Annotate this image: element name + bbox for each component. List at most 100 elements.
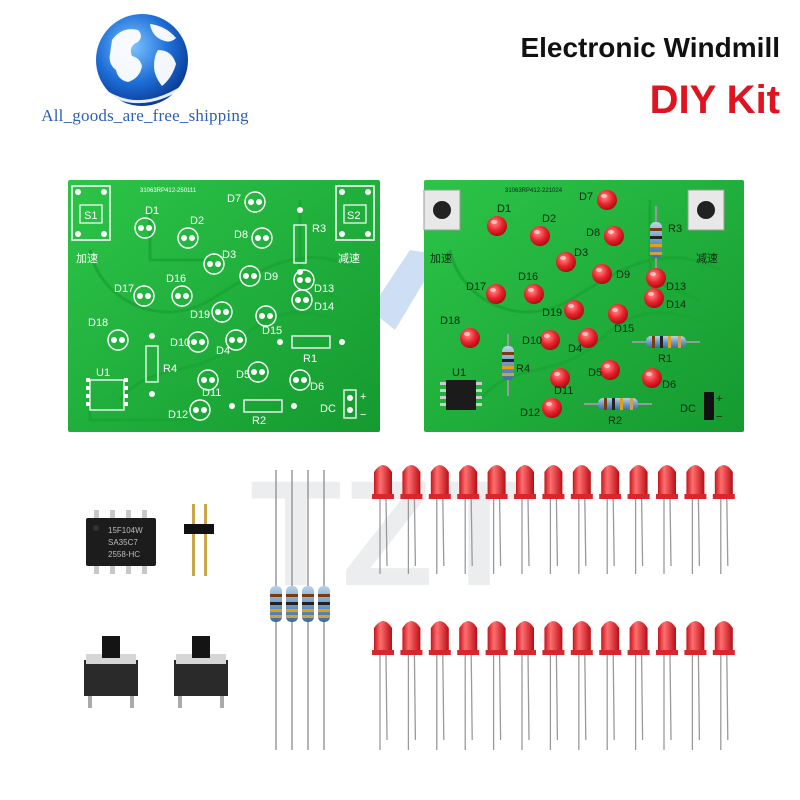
decelerate-label: 减速 [338,252,360,265]
led-label-d1: D1 [145,205,159,217]
s1-footprint: S1 [71,185,111,241]
loose-led-1 [372,465,394,574]
r2-footprint: R2 [229,399,297,427]
led-mounted-label-d4: D4 [568,343,582,355]
loose-led-11 [656,465,678,574]
r3-mounted: R3 [650,206,682,272]
svg-text:+: + [360,391,366,403]
led-label-d13: D13 [314,283,334,295]
tactile-switch-2 [174,636,228,708]
led-mounted-d19: D19 [542,300,584,320]
loose-led-24 [656,621,678,750]
led-mounted-label-d6: D6 [662,379,676,391]
loose-led-5 [485,465,508,574]
led-mounted-label-d8: D8 [586,227,600,239]
r1-footprint: R1 [277,335,345,365]
led-mounted-label-d3: D3 [574,247,588,259]
led-label-d8: D8 [234,229,248,241]
led-mounted-d8: D8 [586,226,624,246]
led-mounted-label-d11: D11 [554,385,573,397]
loose-led-21 [570,621,593,750]
pcb-code-assembled: 31063RP412-221024 [505,188,563,194]
led-mounted-d4: D4 [568,328,598,355]
led-mounted-label-d15: D15 [614,323,634,335]
ic-chip: 15F104W SA35C7 2558-HC [86,510,156,574]
watermark-stroke [370,250,440,330]
loose-led-19 [514,621,536,750]
led-mounted-label-d17: D17 [466,281,486,293]
led-label-d11: D11 [202,387,221,399]
svg-text:−: − [716,411,722,423]
loose-led-17 [457,621,480,750]
led-footprint-d10: D10 [170,331,209,353]
svg-text:S2: S2 [347,210,360,222]
led-mounted-d13: D13 [646,268,686,293]
led-mounted-label-d12: D12 [520,407,540,419]
svg-text:R3: R3 [312,223,326,235]
led-mounted-d5: D5 [588,360,620,380]
led-footprint-d9: D9 [239,265,278,287]
pcb-code-bare: 31063RP412-250111 [140,188,197,194]
led-mounted-label-d13: D13 [666,281,686,293]
svg-text:R4: R4 [163,363,177,375]
led-label-d4: D4 [216,345,230,357]
loose-resistor-1 [270,470,282,750]
ic-marking-line3: 2558-HC [108,550,140,559]
led-mounted-label-d16: D16 [518,271,538,283]
led-mounted-d10: D10 [522,330,560,350]
led-mounted-d3: D3 [556,247,588,272]
loose-resistors [270,470,330,750]
loose-resistor-4 [318,470,330,750]
r1-mounted: R1 [632,336,700,365]
led-footprint-d8: D8 [234,227,273,249]
svg-text:加速: 加速 [430,252,452,265]
product-title-line1: Electronic Windmill [520,32,780,63]
led-mounted-label-d9: D9 [616,269,630,281]
svg-text:U1: U1 [96,367,110,379]
product-title-line2: DIY Kit [649,78,780,122]
led-label-d18: D18 [88,317,108,329]
led-label-d14: D14 [314,301,334,313]
svg-text:R1: R1 [303,353,317,365]
led-mounted-label-d1: D1 [497,203,511,215]
svg-text:R3: R3 [668,223,682,235]
led-footprint-d7: D7 [227,191,266,213]
led-label-d10: D10 [170,337,190,349]
led-mounted-d1: D1 [487,203,511,236]
r4-footprint: R4 [145,333,177,397]
led-footprint-d14: D14 [291,289,334,313]
svg-text:S1: S1 [84,210,97,222]
led-label-d17: D17 [114,283,134,295]
led-mounted-d2: D2 [530,213,556,246]
svg-text:+: + [716,393,722,405]
led-mounted-label-d10: D10 [522,335,542,347]
led-mounted-label-d7: D7 [579,191,593,203]
led-mounted-d16: D16 [518,271,544,304]
loose-led-18 [485,621,508,750]
led-footprint-d1: D1 [134,205,159,239]
accelerate-switch-mounted [423,189,461,231]
led-mounted-label-d14: D14 [666,299,686,311]
loose-leds [372,465,735,750]
pin-header [184,504,214,576]
led-mounted-label-d18: D18 [440,315,460,327]
shipping-tagline: All_goods_are_free_shipping [41,106,249,125]
dc-header-mounted: DC + − [680,392,722,423]
loose-led-4 [457,465,480,574]
led-label-d6: D6 [310,381,324,393]
tactile-switch-1 [84,636,138,708]
loose-led-16 [428,621,451,750]
s2-footprint: S2 [335,185,375,241]
led-footprint-d2: D2 [177,215,204,249]
led-footprint-d6: D6 [289,369,324,393]
led-label-d19: D19 [190,309,210,321]
loose-led-23 [627,621,650,750]
ic-marking-line2: SA35C7 [108,538,138,547]
svg-text:R2: R2 [608,415,622,427]
accelerate-label: 加速 [76,252,98,265]
decelerate-switch-mounted [687,189,725,231]
svg-text:DC: DC [680,403,696,415]
led-mounted-d18: D18 [440,315,480,348]
led-label-d15: D15 [262,325,282,337]
